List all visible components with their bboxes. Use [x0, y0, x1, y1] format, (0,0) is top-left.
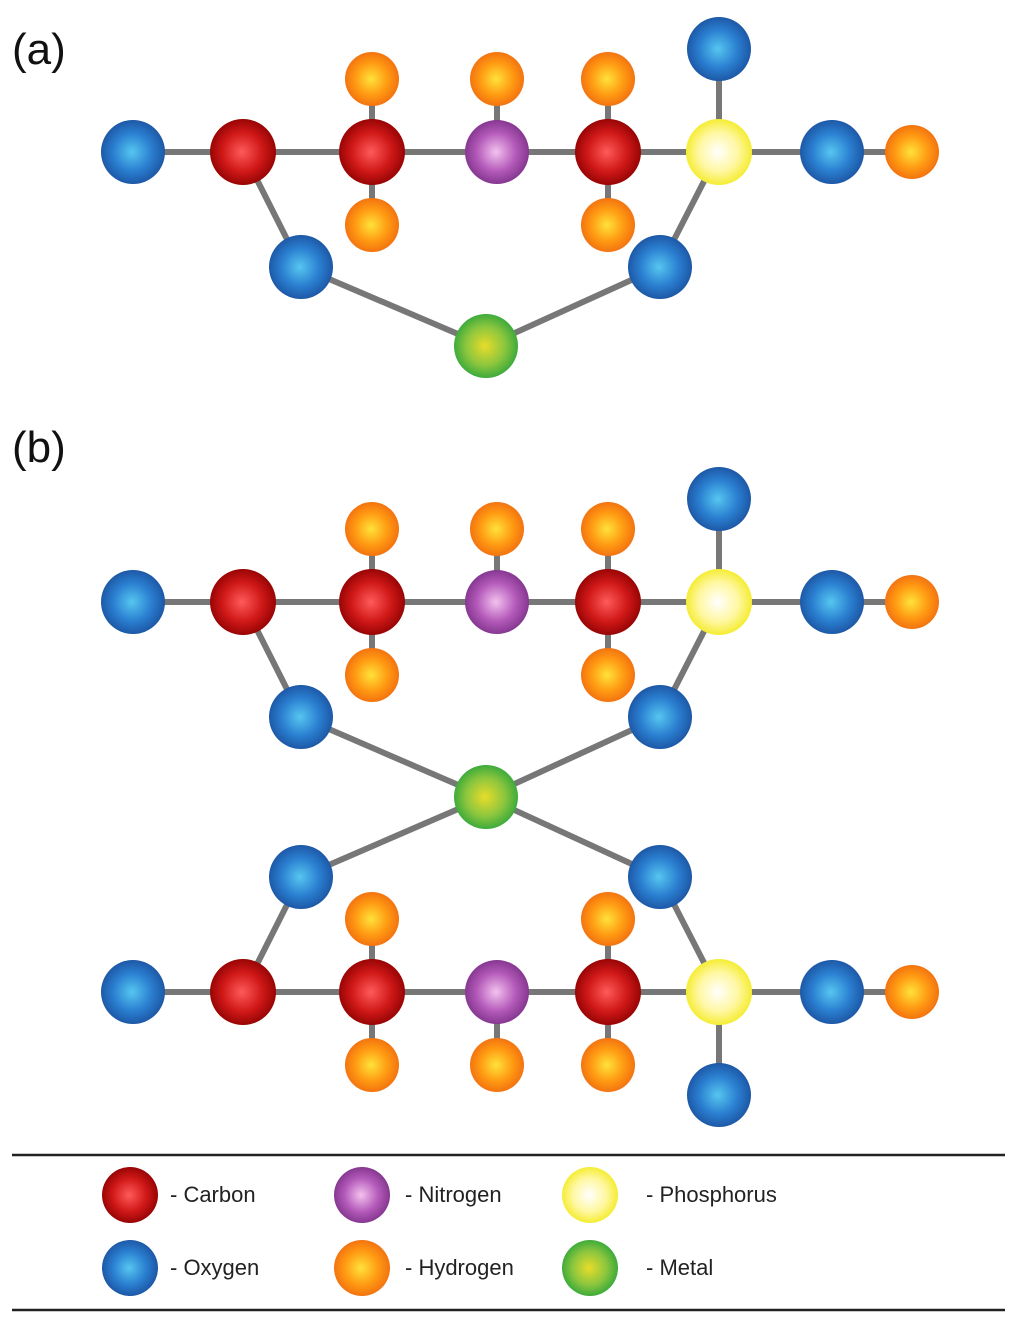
panel-b-metal-bond — [298, 714, 489, 800]
panel-b-upper-hydrogen-atom — [885, 575, 939, 629]
legend-swatch-nitrogen — [334, 1167, 390, 1223]
panel-b-upper-hydrogen-atom — [470, 502, 524, 556]
panel-a-ring-oxygen-atom — [628, 235, 692, 299]
panel-b-lower-hydrogen-atom — [345, 1038, 399, 1092]
panel-a-metal-atom — [454, 314, 518, 378]
panel-b-upper-nitrogen-atom — [465, 570, 529, 634]
panel-b-lower-nitrogen-atom — [465, 960, 529, 1024]
panel-b-lower-carbon-atom — [339, 959, 405, 1025]
panel-a-ring-oxygen-atom — [269, 235, 333, 299]
panel-b-lower-ring-oxygen-atom — [269, 845, 333, 909]
legend-label-metal: - Metal — [646, 1255, 713, 1280]
panel-label-a: (a) — [12, 25, 66, 74]
panel-a-hydrogen-atom — [885, 125, 939, 179]
panel-b-upper-oxygen-atom — [687, 467, 751, 531]
panel-b-upper-hydrogen-atom — [345, 502, 399, 556]
legend-label-carbon: - Carbon — [170, 1182, 256, 1207]
panel-b-lower-hydrogen-atom — [581, 892, 635, 946]
panel-b-upper-hydrogen-atom — [345, 648, 399, 702]
panel-a-carbon-atom — [210, 119, 276, 185]
panel-b-lower-oxygen-atom — [101, 960, 165, 1024]
panel-b-lower-oxygen-atom — [800, 960, 864, 1024]
legend-swatch-hydrogen — [334, 1240, 390, 1296]
panel-b-metal-bond — [298, 794, 489, 880]
panel-a-hydrogen-atom — [345, 198, 399, 252]
panel-b-lower-hydrogen-atom — [345, 892, 399, 946]
panel-b-upper-oxygen-atom — [101, 570, 165, 634]
panel-a-oxygen-atom — [800, 120, 864, 184]
panel-a-hydrogen-atom — [581, 198, 635, 252]
panel-a-nitrogen-atom — [465, 120, 529, 184]
panel-b-upper-carbon-atom — [575, 569, 641, 635]
panel-b-metal-atom — [454, 765, 518, 829]
panel-a-oxygen-atom — [687, 17, 751, 81]
legend-label-nitrogen: - Nitrogen — [405, 1182, 502, 1207]
panel-b-lower-hydrogen-atom — [581, 1038, 635, 1092]
panel-b-upper-carbon-atom — [210, 569, 276, 635]
panel-a-metal-bond — [298, 264, 489, 349]
panel-a-phosphorus-atom — [686, 119, 752, 185]
panel-b-lower-carbon-atom — [210, 959, 276, 1025]
panel-b-lower-hydrogen-atom — [470, 1038, 524, 1092]
panel-b-lower-hydrogen-atom — [885, 965, 939, 1019]
panel-a-oxygen-atom — [101, 120, 165, 184]
panel-b-lower-ring-oxygen-atom — [628, 845, 692, 909]
panel-b-upper-ring-oxygen-atom — [628, 685, 692, 749]
panel-a-hydrogen-atom — [581, 52, 635, 106]
legend-label-phosphorus: - Phosphorus — [646, 1182, 777, 1207]
panel-b-upper-phosphorus-atom — [686, 569, 752, 635]
legend-swatch-oxygen — [102, 1240, 158, 1296]
panel-b-lower-phosphorus-atom — [686, 959, 752, 1025]
panel-b-lower-carbon-atom — [575, 959, 641, 1025]
panel-b-upper-ring-oxygen-atom — [269, 685, 333, 749]
legend: - Carbon - Nitrogen - Phosphorus - Oxyge… — [102, 1167, 777, 1296]
legend-label-oxygen: - Oxygen — [170, 1255, 259, 1280]
panel-a-hydrogen-atom — [345, 52, 399, 106]
legend-swatch-carbon — [102, 1167, 158, 1223]
legend-swatch-phosphorus — [562, 1167, 618, 1223]
panel-a-carbon-atom — [575, 119, 641, 185]
legend-swatch-metal — [562, 1240, 618, 1296]
panel-a-carbon-atom — [339, 119, 405, 185]
panel-b-upper-hydrogen-atom — [581, 648, 635, 702]
atoms-layer — [101, 17, 939, 1127]
panel-b-upper-carbon-atom — [339, 569, 405, 635]
panel-b-upper-oxygen-atom — [800, 570, 864, 634]
panel-b-upper-hydrogen-atom — [581, 502, 635, 556]
panel-label-b: (b) — [12, 423, 66, 472]
legend-label-hydrogen: - Hydrogen — [405, 1255, 514, 1280]
panel-a-hydrogen-atom — [470, 52, 524, 106]
panel-b-lower-oxygen-atom — [687, 1063, 751, 1127]
